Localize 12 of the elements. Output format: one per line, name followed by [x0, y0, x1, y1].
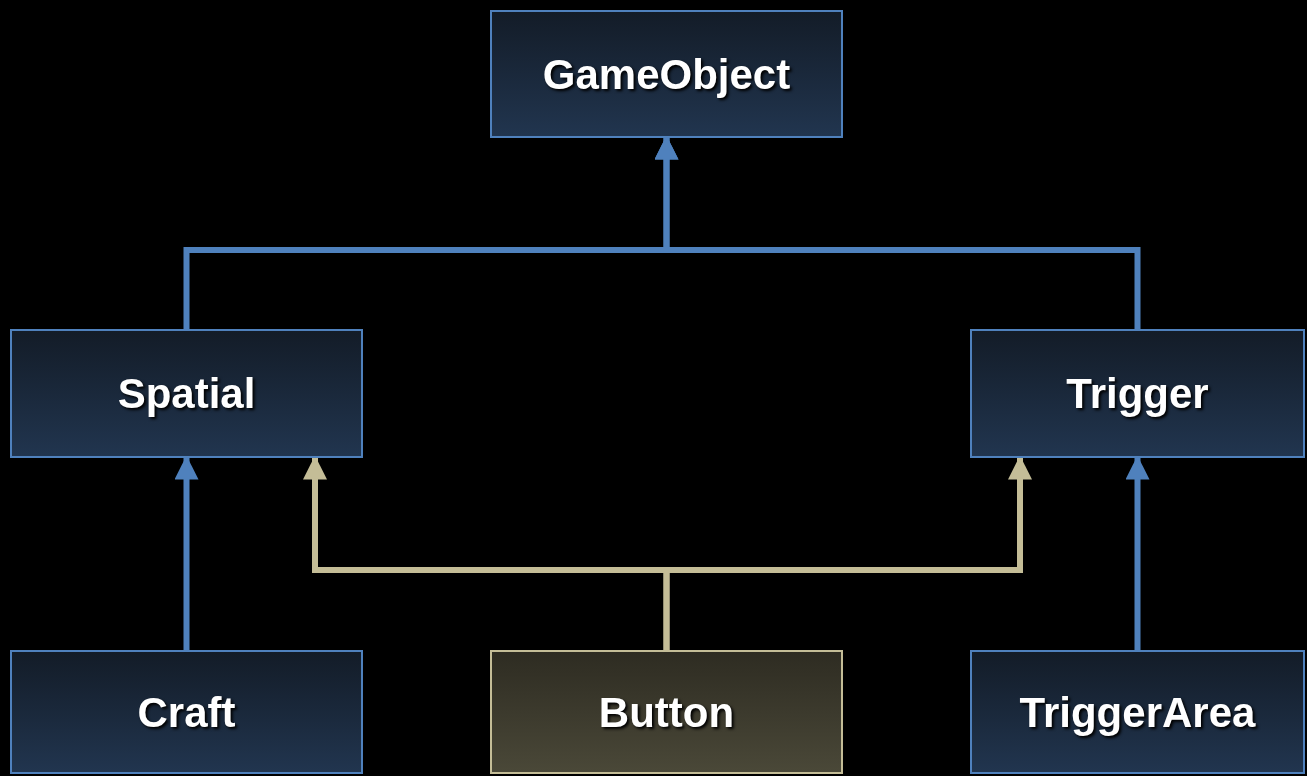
- class-box: [970, 650, 1305, 774]
- class-box: [10, 650, 363, 774]
- class-box: [10, 329, 363, 458]
- class-name: Trigger: [1066, 369, 1209, 419]
- class-name: Spatial: [117, 369, 256, 419]
- class-name: TriggerArea: [1019, 687, 1256, 738]
- class-box: [490, 650, 843, 774]
- class-name: GameObject: [542, 49, 791, 100]
- class-name: Craft: [137, 687, 236, 738]
- class-name: Button: [598, 687, 735, 738]
- class-box: [490, 10, 843, 138]
- class-box: [970, 329, 1305, 458]
